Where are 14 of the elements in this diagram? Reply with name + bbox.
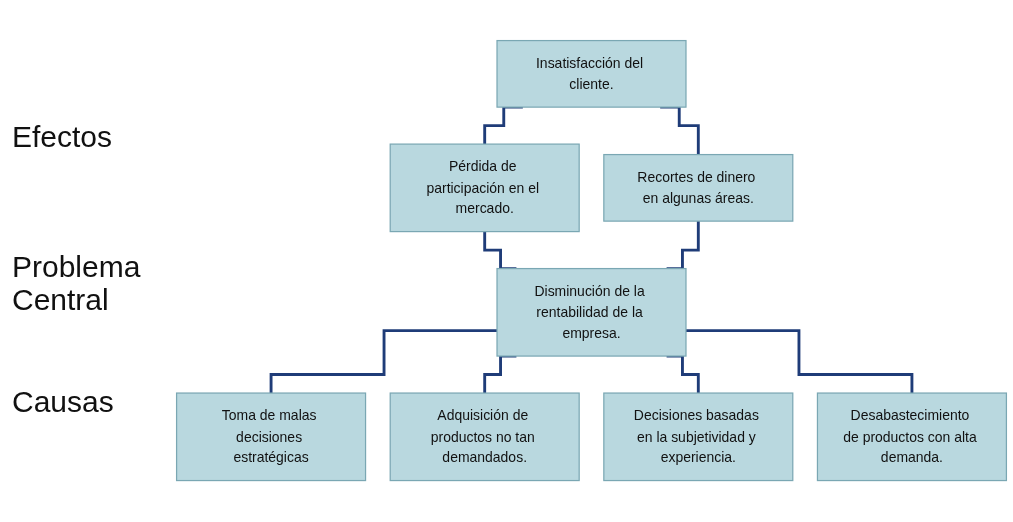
node-box: Decisiones basadas en la subjetividad y experiencia. bbox=[603, 392, 794, 482]
node-box: Recortes de dinero en algunas áreas. bbox=[603, 154, 794, 223]
node-box: Insatisfacción del cliente. bbox=[496, 40, 687, 109]
node-box: Toma de malas decisiones estratégicas bbox=[175, 392, 367, 482]
node-box: Adquisición de productos no tan demandados. bbox=[389, 392, 580, 482]
node-box: Disminución de la rentabilidad de la empresa. bbox=[496, 268, 687, 358]
node-box: Desabastecimiento de productos con alta demanda. bbox=[816, 392, 1008, 482]
node-box: Pérdida de participación en el mercado. bbox=[389, 143, 580, 233]
level-label: Causas bbox=[12, 385, 115, 418]
connector bbox=[666, 220, 700, 271]
connector bbox=[686, 329, 914, 395]
level-label: Problema Central bbox=[12, 250, 142, 316]
level-label: Efectos bbox=[12, 120, 114, 153]
connector bbox=[269, 329, 497, 395]
